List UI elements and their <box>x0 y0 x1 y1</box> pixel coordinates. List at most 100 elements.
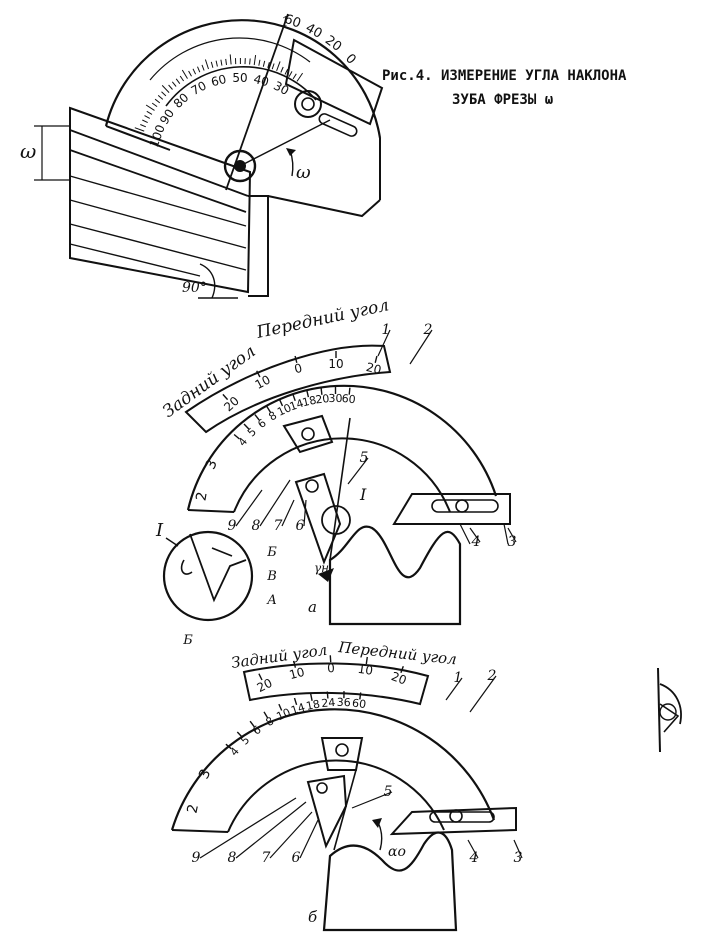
a-outer-label-tick-2 <box>294 355 298 363</box>
callout-a-6: 6 <box>296 518 305 534</box>
a-inner-label-6: 18 <box>301 394 318 410</box>
label-line-1: 1 <box>281 15 289 30</box>
b-side-label-1: 2 <box>185 803 203 815</box>
a-inner-label-4: 10 <box>275 401 293 419</box>
label-omega-left: ω <box>20 139 36 163</box>
detail-part-0: Б <box>266 545 277 560</box>
a-inner-label-tick-2 <box>254 414 260 421</box>
scale-left-label-0: 100 <box>147 123 168 149</box>
a-outer-label-tick-0 <box>222 393 229 401</box>
a-inner-label-5: 14 <box>288 397 305 414</box>
protractor-tick-29 <box>249 58 251 65</box>
protractor-tick-33 <box>267 61 270 69</box>
protractor-tick-9 <box>161 91 167 97</box>
protractor-tick-38 <box>288 71 293 77</box>
callout-a-9: 9 <box>228 518 237 534</box>
label-back-angle-b: Задний угол <box>230 641 328 672</box>
callout-b-1: 1 <box>454 670 463 686</box>
a-outer-label-2: 0 <box>293 361 304 376</box>
protractor-tick-16 <box>188 70 192 77</box>
protractor-tick-6 <box>151 102 158 108</box>
a-inner-label-tick-6 <box>306 390 310 398</box>
callout-a-1: 1 <box>382 322 391 338</box>
figure-letter-a: а <box>308 598 317 616</box>
edge-fragment <box>657 667 682 753</box>
a-outer-label-tick-4 <box>374 355 378 363</box>
a-side-label-0: 3 <box>203 457 221 472</box>
protractor-ticks <box>134 54 304 132</box>
callout-a-leader-4 <box>469 527 481 543</box>
callout-b-leader-4 <box>467 839 479 859</box>
detail-label-i: I <box>155 520 164 541</box>
scale-plate-a <box>184 344 392 434</box>
scale-right-label-2: 20 <box>322 33 344 55</box>
protractor-tick-37 <box>284 68 289 75</box>
callout-a-leader-3 <box>507 527 517 543</box>
protractor-tick-39 <box>292 73 297 80</box>
protractor-tick-22 <box>215 60 218 67</box>
b-inner-label-tick-2 <box>249 720 255 728</box>
protractor-tick-36 <box>280 66 284 73</box>
a-inner-label-8: 30 <box>328 392 342 405</box>
protractor-tick-0 <box>134 127 145 132</box>
detail-part-3: Б <box>182 633 193 648</box>
callout-b-leader-6 <box>299 819 319 859</box>
detail-marker-i: I <box>359 485 367 504</box>
b-outer-label-tick-3 <box>365 656 368 665</box>
protractor-tick-12 <box>171 81 177 87</box>
pivot-and-pointer: 1 ω <box>223 13 331 191</box>
a-inner-label-tick-7 <box>320 387 323 395</box>
protractor-tick-15 <box>181 69 188 79</box>
b-inner-label-tick-1 <box>236 731 243 738</box>
callout-a-leader-2 <box>409 329 433 365</box>
a-inner-label-9: 60 <box>341 392 356 406</box>
scale-right-label-1: 40 <box>303 21 325 42</box>
b-inner-label-9: 60 <box>351 696 367 711</box>
callout-b-leader-7 <box>269 811 313 859</box>
label-90-degree: 90° <box>182 280 207 296</box>
b-inner-label-5: 14 <box>289 701 306 718</box>
b-inner-label-8: 36 <box>337 696 351 709</box>
protractor-tick-3 <box>144 115 151 119</box>
protractor-tick-13 <box>175 78 181 84</box>
scale-left-label-2: 80 <box>171 90 192 111</box>
a-inner-label-tick-5 <box>292 393 296 402</box>
scale-left-label-3: 70 <box>189 79 209 99</box>
cutter-tooth-a <box>328 525 462 626</box>
label-omega-angle: ω <box>296 162 311 183</box>
label-front-angle-a: Передний угол <box>254 295 391 343</box>
a-outer-label-3: 10 <box>328 357 343 371</box>
protractor-tick-20 <box>204 59 209 70</box>
protractor-tick-17 <box>192 68 197 75</box>
a-side-label-1: 2 <box>193 491 210 503</box>
callout-b-4: 4 <box>469 850 479 866</box>
b-outer-label-tick-0 <box>258 673 263 681</box>
callout-b-8: 8 <box>228 850 237 866</box>
protractor-tick-31 <box>258 59 261 66</box>
callout-a-leader-5 <box>347 457 369 485</box>
scale-left-label-1: 90 <box>157 107 177 127</box>
protractor-tick-14 <box>179 75 185 82</box>
label-gamma-a: γн <box>314 561 329 575</box>
scale-left-label-4: 60 <box>210 72 228 89</box>
a-inner-label-tick-0 <box>233 433 240 440</box>
a-inner-label-7: 20 <box>315 392 330 406</box>
protractor-tick-1 <box>140 124 146 128</box>
protractor-tick-11 <box>168 84 173 90</box>
scale-left-label-6: 40 <box>252 72 270 89</box>
callout-a-5: 5 <box>360 450 369 466</box>
cutter-body: ω 90° <box>20 106 252 299</box>
callout-b-9: 9 <box>192 850 201 866</box>
callout-b-leader-3 <box>513 839 523 859</box>
protractor-tick-18 <box>197 66 201 73</box>
callout-b-leader-9 <box>199 797 297 859</box>
b-outer-label-0: 20 <box>255 676 275 695</box>
